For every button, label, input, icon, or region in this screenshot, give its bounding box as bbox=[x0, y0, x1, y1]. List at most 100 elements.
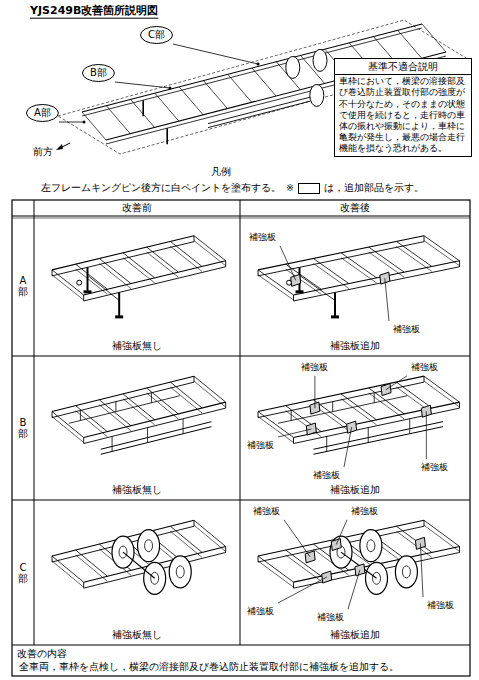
table-rule bbox=[34, 200, 35, 645]
callout-label: 補強板 bbox=[410, 362, 439, 373]
cross-member bbox=[286, 411, 322, 437]
label-text: 改善の内容 bbox=[16, 648, 68, 659]
label-text: 左フレームキングピン後方に白ペイントを塗布する。 bbox=[40, 182, 282, 193]
side-guard bbox=[69, 396, 180, 424]
table-rule bbox=[12, 216, 470, 217]
cross-member bbox=[396, 241, 432, 266]
frame-rail bbox=[294, 267, 460, 301]
cross-member bbox=[286, 550, 322, 576]
diagram-title: YJS249B改善箇所説明図 bbox=[30, 4, 158, 17]
oval-line bbox=[27, 105, 59, 122]
box-heading: 基準不適合説明 bbox=[335, 59, 471, 75]
guard-bracket bbox=[368, 428, 369, 443]
cross-member bbox=[99, 400, 131, 426]
label-text: 改善前 bbox=[121, 202, 153, 214]
cross-member bbox=[147, 252, 179, 277]
cross-member bbox=[424, 525, 460, 551]
cross-member bbox=[194, 376, 226, 402]
cross-member bbox=[52, 275, 84, 300]
table-rule bbox=[12, 500, 470, 501]
label-text: A部 bbox=[17, 275, 29, 297]
leader-line bbox=[284, 520, 310, 557]
cross-member bbox=[341, 253, 377, 278]
cross-member bbox=[123, 258, 155, 283]
cross-member bbox=[76, 550, 108, 576]
chassis-drawing bbox=[52, 520, 226, 594]
guard-bracket bbox=[80, 410, 81, 420]
landing-leg bbox=[87, 267, 89, 291]
guard-bracket bbox=[332, 402, 333, 412]
cross-member bbox=[396, 382, 432, 408]
callout-text: B部 bbox=[90, 67, 107, 79]
part-callout: A部 bbox=[26, 104, 59, 122]
cross-member bbox=[170, 382, 202, 408]
cross-member bbox=[341, 394, 377, 420]
leg-foot bbox=[115, 315, 123, 318]
leader-line bbox=[280, 246, 296, 281]
label-text: 補強板追加 bbox=[329, 484, 381, 496]
legend-swatch bbox=[298, 183, 320, 194]
cross-member bbox=[398, 30, 422, 58]
side-guard bbox=[208, 101, 310, 127]
callout-text: A部 bbox=[34, 107, 51, 119]
label-text: 補強板無し bbox=[111, 340, 163, 352]
cross-member bbox=[194, 241, 226, 266]
callout-label: 補強板 bbox=[316, 612, 345, 623]
cross-member bbox=[147, 388, 179, 414]
leader-line bbox=[115, 82, 170, 88]
leader-line bbox=[278, 429, 311, 437]
cross-member bbox=[76, 555, 108, 581]
leader-line bbox=[426, 411, 427, 459]
callout-label: 補強板 bbox=[246, 440, 275, 451]
cross-member bbox=[396, 531, 432, 557]
guard-bracket bbox=[112, 436, 113, 451]
legend-entry: は，追加部品を示す。 bbox=[298, 182, 424, 194]
cross-member bbox=[170, 387, 202, 413]
chassis-drawing bbox=[52, 376, 226, 454]
cross-member bbox=[258, 412, 294, 438]
cross-member bbox=[76, 264, 108, 289]
label-text: 改善後 bbox=[339, 202, 371, 214]
cross-member bbox=[313, 263, 349, 288]
cross-member bbox=[396, 526, 432, 552]
cross-member bbox=[396, 246, 432, 271]
wheel bbox=[169, 556, 191, 588]
guard-bracket bbox=[326, 436, 327, 451]
wheel bbox=[286, 56, 300, 78]
cross-member bbox=[170, 531, 202, 557]
king-pin bbox=[77, 280, 82, 285]
wheel bbox=[310, 84, 324, 106]
wheel-hub bbox=[145, 540, 153, 552]
cross-member bbox=[424, 236, 460, 261]
title-underline bbox=[30, 18, 158, 19]
callout-label: 補強板 bbox=[350, 506, 379, 517]
cross-member bbox=[258, 561, 294, 587]
guard-bracket bbox=[151, 393, 152, 403]
cross-member bbox=[258, 556, 294, 582]
cross-member bbox=[170, 246, 202, 271]
side-guard bbox=[313, 422, 442, 450]
leader-dot bbox=[257, 63, 260, 66]
label-text: B部 bbox=[17, 417, 29, 439]
frame-rail bbox=[258, 242, 424, 276]
table-border bbox=[12, 200, 470, 676]
side-guard bbox=[101, 427, 212, 455]
cross-member bbox=[170, 241, 202, 266]
cross-member bbox=[99, 263, 131, 288]
callout-label: 補強板 bbox=[312, 470, 341, 481]
cross-member bbox=[424, 376, 460, 402]
leader-line bbox=[420, 543, 423, 597]
cross-member bbox=[258, 270, 294, 295]
cross-member bbox=[123, 253, 155, 278]
label-text: 補強板無し bbox=[111, 629, 163, 641]
leader-line bbox=[59, 122, 84, 123]
cross-member bbox=[369, 393, 405, 419]
cross-member bbox=[52, 561, 84, 587]
guard-bracket bbox=[291, 410, 292, 420]
landing-leg bbox=[142, 100, 144, 116]
cross-member bbox=[194, 236, 226, 261]
table-rule bbox=[12, 218, 470, 219]
cross-member bbox=[170, 526, 202, 552]
cross-member bbox=[99, 258, 131, 283]
cross-member bbox=[203, 81, 227, 109]
